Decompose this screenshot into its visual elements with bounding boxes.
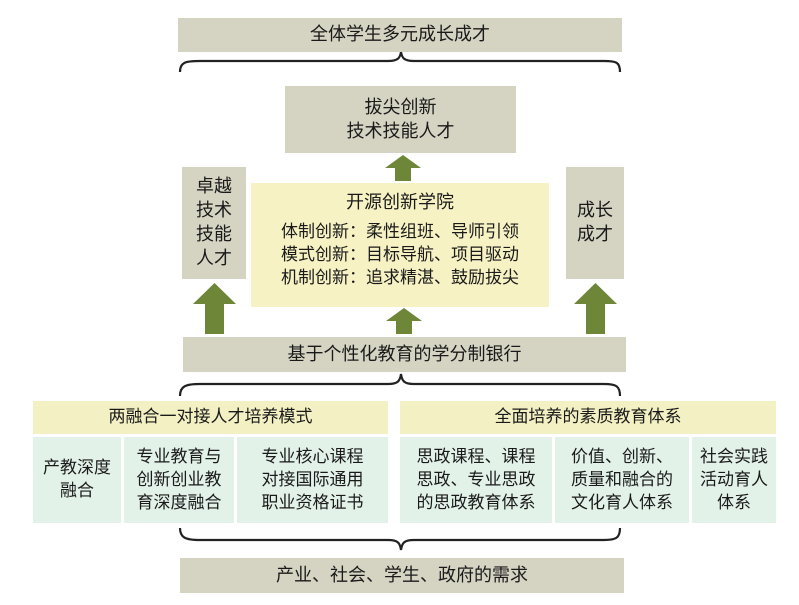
left-item-2-line-3: 育深度融合 bbox=[136, 492, 222, 513]
left-model-header: 两融合一对接人才培养模式 bbox=[33, 401, 388, 434]
arrow-up-center-bottom bbox=[386, 308, 422, 334]
left-item-1-line-1: 产教深度 bbox=[43, 458, 111, 478]
right-item-3-line-3: 体系 bbox=[717, 492, 751, 513]
left-item-3-line-1: 专业核心课程 bbox=[261, 446, 364, 467]
right-item-2-line-1: 价值、创新、 bbox=[571, 446, 673, 467]
arrow-up-right bbox=[574, 283, 617, 334]
right-item-1: 思政课程、课程 思政、专业思政 的思政教育体系 bbox=[400, 437, 552, 523]
right-talent-line-1: 成长 bbox=[577, 200, 613, 221]
left-talent-box: 卓越 技术 技能 人才 bbox=[182, 167, 246, 279]
credit-bank-text: 基于个性化教育的学分制银行 bbox=[287, 343, 522, 365]
right-talent-box: 成长 成才 bbox=[566, 167, 624, 279]
bottom-need-text: 产业、社会、学生、政府的需求 bbox=[276, 564, 528, 586]
left-talent-line-2: 技术 bbox=[196, 200, 232, 221]
right-item-1-line-2: 思政、专业思政 bbox=[416, 469, 536, 490]
top-brace bbox=[178, 51, 622, 73]
right-item-2: 价值、创新、 质量和融合的 文化育人体系 bbox=[555, 437, 689, 523]
middle-brace bbox=[178, 373, 622, 397]
right-model-header: 全面培养的素质教育体系 bbox=[400, 401, 776, 434]
bottom-brace bbox=[178, 527, 622, 551]
left-item-1: 产教深度 融合 bbox=[33, 437, 121, 523]
talent-top-line-2: 技术技能人才 bbox=[346, 120, 455, 142]
top-goal-text: 全体学生多元成长成才 bbox=[310, 24, 490, 45]
arrow-up-left bbox=[193, 283, 236, 334]
credit-bank-box: 基于个性化教育的学分制银行 bbox=[183, 337, 626, 372]
right-item-3: 社会实践 活动育人 体系 bbox=[692, 437, 776, 523]
left-talent-line-3: 技能 bbox=[196, 224, 232, 245]
left-item-3-line-3: 职业资格证书 bbox=[261, 492, 364, 513]
right-item-2-line-2: 质量和融合的 bbox=[571, 469, 673, 490]
right-talent-line-2: 成才 bbox=[577, 224, 613, 245]
left-item-3-line-2: 对接国际通用 bbox=[261, 469, 364, 490]
top-goal-box: 全体学生多元成长成才 bbox=[178, 18, 622, 52]
left-talent-line-4: 人才 bbox=[196, 248, 232, 269]
left-model-title: 两融合一对接人才培养模式 bbox=[108, 407, 313, 427]
academy-line-2: 模式创新：目标导航、项目驱动 bbox=[281, 245, 519, 265]
left-talent-line-1: 卓越 bbox=[196, 176, 232, 197]
left-item-3: 专业核心课程 对接国际通用 职业资格证书 bbox=[237, 437, 388, 523]
left-item-2: 专业教育与 创新创业教 育深度融合 bbox=[124, 437, 234, 523]
right-item-1-line-1: 思政课程、课程 bbox=[416, 446, 536, 467]
right-item-2-line-3: 文化育人体系 bbox=[571, 492, 673, 513]
left-item-1-line-2: 融合 bbox=[60, 481, 94, 501]
talent-top-line-1: 拔尖创新 bbox=[364, 96, 437, 118]
left-item-2-line-1: 专业教育与 bbox=[136, 446, 222, 467]
academy-title: 开源创新学院 bbox=[346, 192, 454, 213]
academy-box: 开源创新学院 体制创新：柔性组班、导师引领 模式创新：目标导航、项目驱动 机制创… bbox=[251, 183, 549, 307]
arrow-up-center-top bbox=[385, 155, 421, 181]
right-model-title: 全面培养的素质教育体系 bbox=[494, 407, 682, 427]
right-item-3-line-1: 社会实践 bbox=[700, 446, 768, 467]
academy-line-3: 机制创新：追求精湛、鼓励拔尖 bbox=[281, 268, 519, 288]
right-item-3-line-2: 活动育人 bbox=[700, 469, 768, 490]
right-item-1-line-3: 的思政教育体系 bbox=[416, 492, 536, 513]
talent-top-box: 拔尖创新 技术技能人才 bbox=[285, 86, 516, 153]
academy-line-1: 体制创新：柔性组班、导师引领 bbox=[281, 222, 519, 242]
left-item-2-line-2: 创新创业教 bbox=[136, 469, 222, 490]
bottom-need-box: 产业、社会、学生、政府的需求 bbox=[180, 558, 624, 593]
